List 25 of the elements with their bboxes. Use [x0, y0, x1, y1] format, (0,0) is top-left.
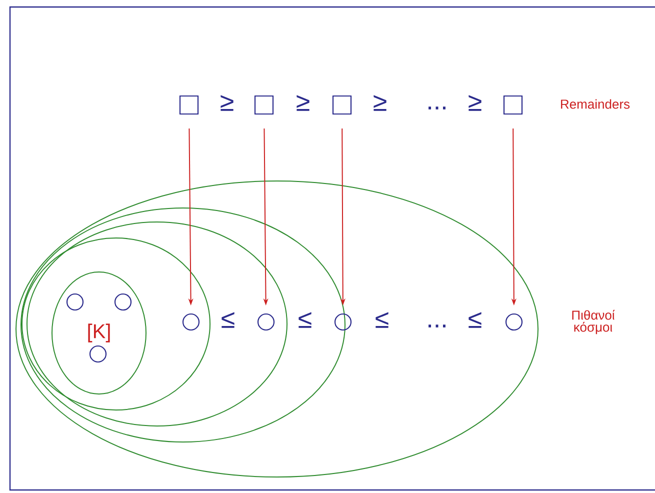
- circle-symbol: [257, 313, 275, 331]
- relation-symbol: ...: [428, 106, 446, 110]
- row-label: Remainders: [561, 99, 630, 109]
- circle-symbol: [182, 313, 200, 331]
- relation-symbol: ≥: [296, 95, 310, 111]
- circle-symbol: [66, 293, 84, 311]
- relation-symbol: ...: [428, 324, 446, 328]
- relation-symbol: ≤: [298, 312, 312, 328]
- ellipse: [20, 208, 346, 442]
- row-label: Πιθανοί κόσμοι: [572, 310, 615, 334]
- square-symbol: [332, 95, 352, 115]
- ellipse: [22, 238, 210, 410]
- square-symbol: [254, 95, 274, 115]
- square-symbol: [179, 95, 199, 115]
- relation-symbol: ≤: [376, 312, 388, 328]
- ellipse: [16, 180, 538, 478]
- relation-symbol: ≥: [220, 95, 234, 111]
- ellipse: [26, 222, 288, 426]
- square-symbol: [503, 95, 523, 115]
- relation-symbol: ≤: [222, 312, 234, 328]
- circle-symbol: [334, 313, 352, 331]
- circle-symbol: [505, 313, 523, 331]
- relation-symbol: ≤: [468, 312, 482, 328]
- circle-symbol: [114, 293, 132, 311]
- circle-symbol: [89, 345, 107, 363]
